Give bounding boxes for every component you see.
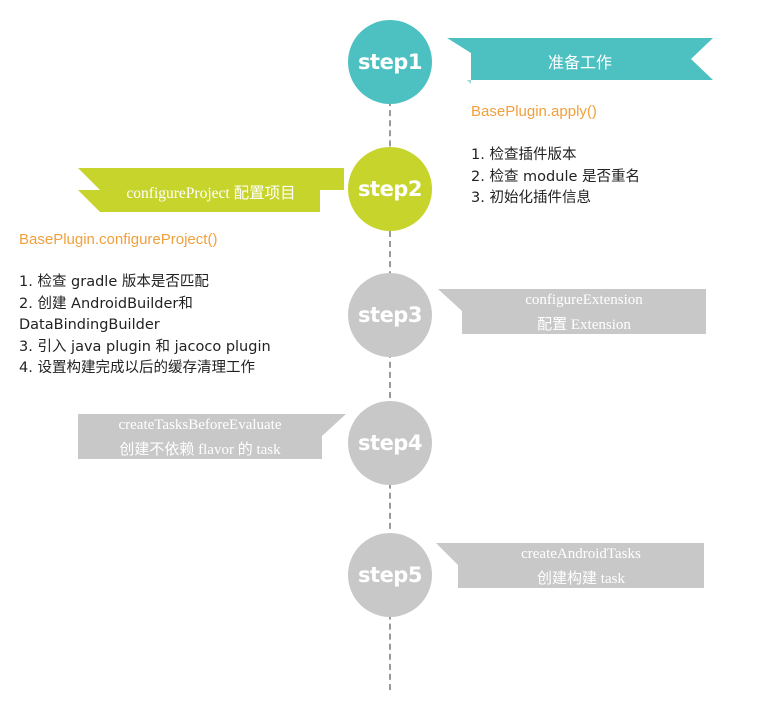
- step1-banner-text: 准备工作: [547, 53, 612, 72]
- step2-item: 1. 检查 gradle 版本是否匹配: [19, 274, 209, 290]
- step2-item: 3. 引入 java plugin 和 jacoco plugin: [19, 338, 271, 355]
- step5-banner-shape: [436, 543, 704, 588]
- step1-item: 2. 检查 module 是否重名: [471, 168, 641, 185]
- step2-list: 1. 检查 gradle 版本是否匹配 2. 创建 AndroidBuilder…: [19, 272, 271, 380]
- step2-item: 4. 设置构建完成以后的缓存清理工作: [19, 360, 255, 376]
- step3-circle: step3: [348, 273, 432, 357]
- step1-item: 3. 初始化插件信息: [471, 190, 591, 206]
- step3-banner: configureExtension 配置 Extension: [438, 289, 706, 335]
- step2-circle: step2: [348, 147, 432, 231]
- step2-item: 2. 创建 AndroidBuilder和: [19, 295, 193, 312]
- step4-label: step4: [358, 431, 422, 455]
- step2-banner-shape: [78, 168, 344, 212]
- step2-label: step2: [358, 177, 422, 201]
- step4-banner-text-1: createTasksBeforeEvaluate: [118, 417, 282, 433]
- step1-method: BasePlugin.apply(): [471, 103, 597, 120]
- step4-banner-text-2: 创建不依赖 flavor 的 task: [119, 442, 281, 458]
- step5-banner-text-1: createAndroidTasks: [521, 546, 641, 562]
- step3-banner-shape: [438, 289, 706, 334]
- step3-banner-text-1: configureExtension: [525, 292, 643, 308]
- step1-list: 1. 检查插件版本 2. 检查 module 是否重名 3. 初始化插件信息: [471, 145, 640, 210]
- step1-label: step1: [358, 50, 422, 74]
- step2-banner: configureProject 配置项目: [78, 168, 344, 214]
- timeline-dashed-line: [389, 90, 391, 690]
- step1-banner: 准备工作: [447, 38, 713, 84]
- step5-label: step5: [358, 563, 422, 587]
- step3-label: step3: [358, 303, 422, 327]
- step2-banner-text: configureProject 配置项目: [126, 185, 296, 202]
- step4-circle: step4: [348, 401, 432, 485]
- step1-banner-shape: [447, 38, 713, 84]
- step5-banner: createAndroidTasks 创建构建 task: [436, 543, 704, 589]
- step3-banner-text-2: 配置 Extension: [537, 317, 631, 333]
- step5-banner-text-2: 创建构建 task: [537, 571, 625, 587]
- step4-banner-shape: [78, 414, 346, 459]
- step2-method: BasePlugin.configureProject(): [19, 231, 218, 248]
- step1-item: 1. 检查插件版本: [471, 147, 577, 163]
- step1-circle: step1: [348, 20, 432, 104]
- step5-circle: step5: [348, 533, 432, 617]
- step4-banner: createTasksBeforeEvaluate 创建不依赖 flavor 的…: [78, 414, 346, 460]
- step2-item: DataBindingBuilder: [19, 317, 160, 333]
